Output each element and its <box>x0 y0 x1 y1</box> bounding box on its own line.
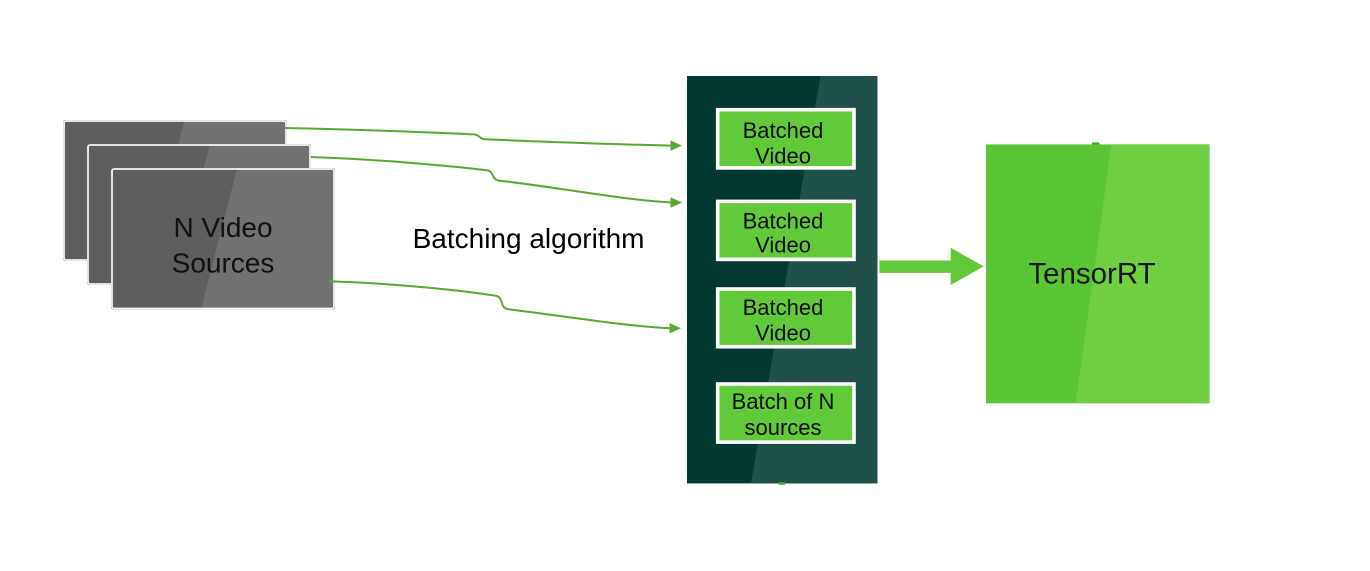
svg-text:Batched: Batched <box>743 118 824 143</box>
svg-text:Sources: Sources <box>172 248 275 279</box>
svg-text:Video: Video <box>755 321 811 346</box>
svg-text:Batching algorithm: Batching algorithm <box>413 223 645 254</box>
svg-text:Video: Video <box>755 233 811 258</box>
svg-text:Batch of N: Batch of N <box>732 389 835 414</box>
svg-text:Video: Video <box>755 144 811 169</box>
svg-text:Batched: Batched <box>743 209 824 234</box>
svg-text:sources: sources <box>744 415 821 440</box>
svg-text:Batched: Batched <box>743 295 824 320</box>
svg-text:N Video: N Video <box>173 212 272 243</box>
svg-text:TensorRT: TensorRT <box>1028 258 1155 291</box>
